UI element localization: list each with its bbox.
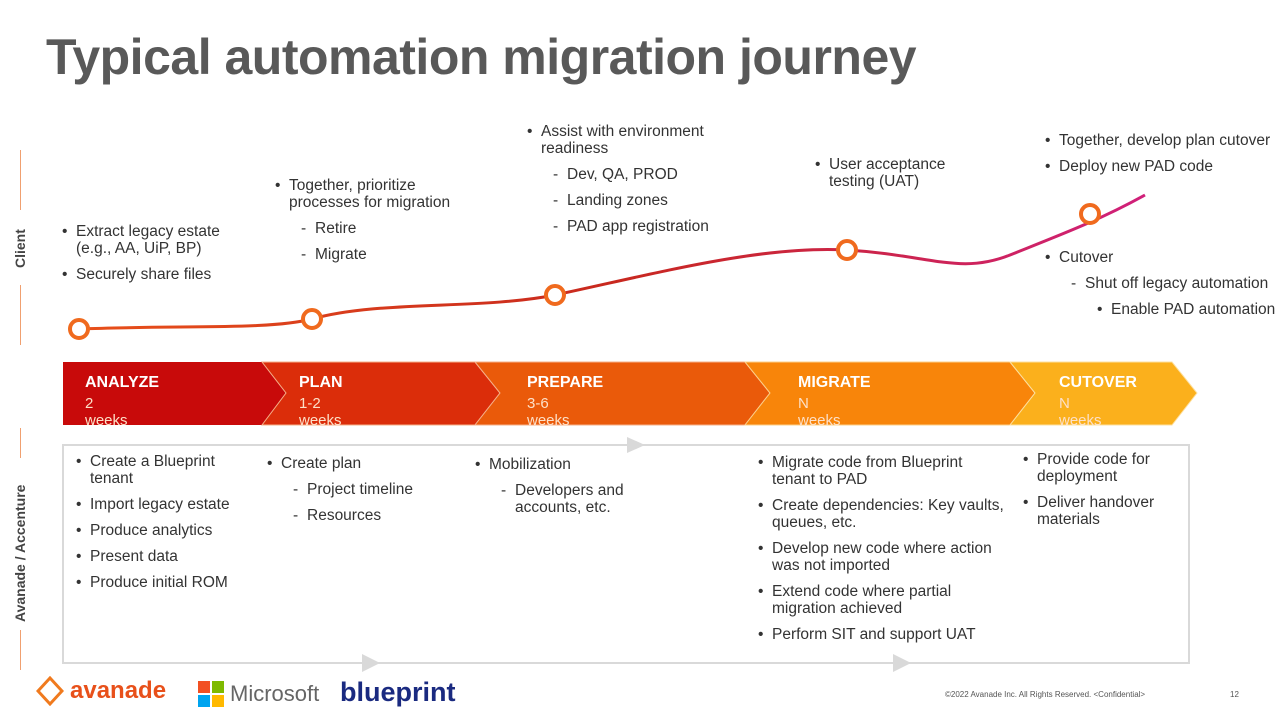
- milestone-analyze: [68, 318, 90, 340]
- list-item: Enable PAD automation: [1045, 301, 1280, 318]
- list-item: Produce analytics: [76, 522, 246, 539]
- phase-chevron: [260, 361, 501, 426]
- client-cutover-top-list: Together, develop plan cutoverDeploy new…: [1045, 132, 1280, 184]
- list-item: Extract legacy estate (e.g., AA, UiP, BP…: [62, 223, 242, 257]
- microsoft-logo: Microsoft: [198, 681, 319, 707]
- list-item: Create plan: [267, 455, 447, 472]
- slide-title: Typical automation migration journey: [46, 29, 917, 85]
- phase-chevron: [743, 361, 1036, 426]
- client-migrate-list: User acceptance testing (UAT): [815, 156, 965, 199]
- sub-list-item: Developers and accounts, etc.: [475, 482, 645, 516]
- list-item: Deploy new PAD code: [1045, 158, 1280, 175]
- list-item: Securely share files: [62, 266, 242, 283]
- delivery-plan-list: Create planProject timelineResources: [267, 455, 447, 533]
- list-item: Assist with environment readiness: [527, 123, 727, 157]
- phase-chevron: [1008, 361, 1198, 426]
- list-item: Extend code where partial migration achi…: [758, 583, 1008, 617]
- list-item: Perform SIT and support UAT: [758, 626, 1008, 643]
- list-item: Migrate code from Blueprint tenant to PA…: [758, 454, 1008, 488]
- client-prepare-list: Assist with environment readinessDev, QA…: [527, 123, 727, 244]
- avanade-logo: avanade: [36, 676, 166, 706]
- delivery-analyze-list: Create a Blueprint tenantImport legacy e…: [76, 453, 246, 600]
- flow-arrow: [627, 437, 645, 453]
- lane-divider: [20, 428, 21, 458]
- milestone-migrate: [836, 239, 858, 261]
- lane-divider: [20, 630, 21, 670]
- client-analyze-list: Extract legacy estate (e.g., AA, UiP, BP…: [62, 223, 242, 292]
- list-item: Deliver handover materials: [1023, 494, 1183, 528]
- delivery-box: [62, 444, 1190, 664]
- list-item: Together, prioritize processes for migra…: [275, 177, 475, 211]
- phase-chevron: [63, 362, 286, 425]
- list-item: Create a Blueprint tenant: [76, 453, 246, 487]
- delivery-migrate-list: Migrate code from Blueprint tenant to PA…: [758, 454, 1008, 652]
- list-item: Together, develop plan cutover: [1045, 132, 1280, 149]
- sub-list-item: Retire: [275, 220, 475, 237]
- copyright: ©2022 Avanade Inc. All Rights Reserved. …: [945, 690, 1146, 699]
- lane-divider: [20, 150, 21, 210]
- sub-list-item: Project timeline: [267, 481, 447, 498]
- lane-divider: [20, 285, 21, 345]
- blueprint-logo: blueprint: [340, 677, 456, 707]
- list-item: Cutover: [1045, 249, 1280, 266]
- list-item: Develop new code where action was not im…: [758, 540, 1008, 574]
- avanade-mark-icon: [36, 676, 64, 706]
- list-item: Create dependencies: Key vaults, queues,…: [758, 497, 1008, 531]
- milestone-cutover: [1079, 203, 1101, 225]
- delivery-prepare-list: MobilizationDevelopers and accounts, etc…: [475, 456, 645, 525]
- page-number: 12: [1230, 690, 1239, 699]
- sub-list-item: Dev, QA, PROD: [527, 166, 727, 183]
- sub-list-item: Migrate: [275, 246, 475, 263]
- milestone-prepare: [544, 284, 566, 306]
- sub-list-item: Resources: [267, 507, 447, 524]
- list-item: User acceptance testing (UAT): [815, 156, 965, 190]
- flow-arrow: [893, 654, 911, 672]
- list-item: Produce initial ROM: [76, 574, 246, 591]
- client-cutover-bottom-list: CutoverShut off legacy automationEnable …: [1045, 249, 1280, 327]
- list-item: Provide code for deployment: [1023, 451, 1183, 485]
- flow-arrow: [362, 654, 380, 672]
- microsoft-mark-icon: [198, 681, 224, 707]
- client-plan-list: Together, prioritize processes for migra…: [275, 177, 475, 272]
- sub-list-item: Landing zones: [527, 192, 727, 209]
- sub-list-item: Shut off legacy automation: [1045, 275, 1280, 292]
- list-item: Mobilization: [475, 456, 645, 473]
- list-item: Import legacy estate: [76, 496, 246, 513]
- delivery-cutover-list: Provide code for deploymentDeliver hando…: [1023, 451, 1183, 537]
- milestone-plan: [301, 308, 323, 330]
- list-item: Present data: [76, 548, 246, 565]
- phase-chevron: [473, 361, 771, 426]
- sub-list-item: PAD app registration: [527, 218, 727, 235]
